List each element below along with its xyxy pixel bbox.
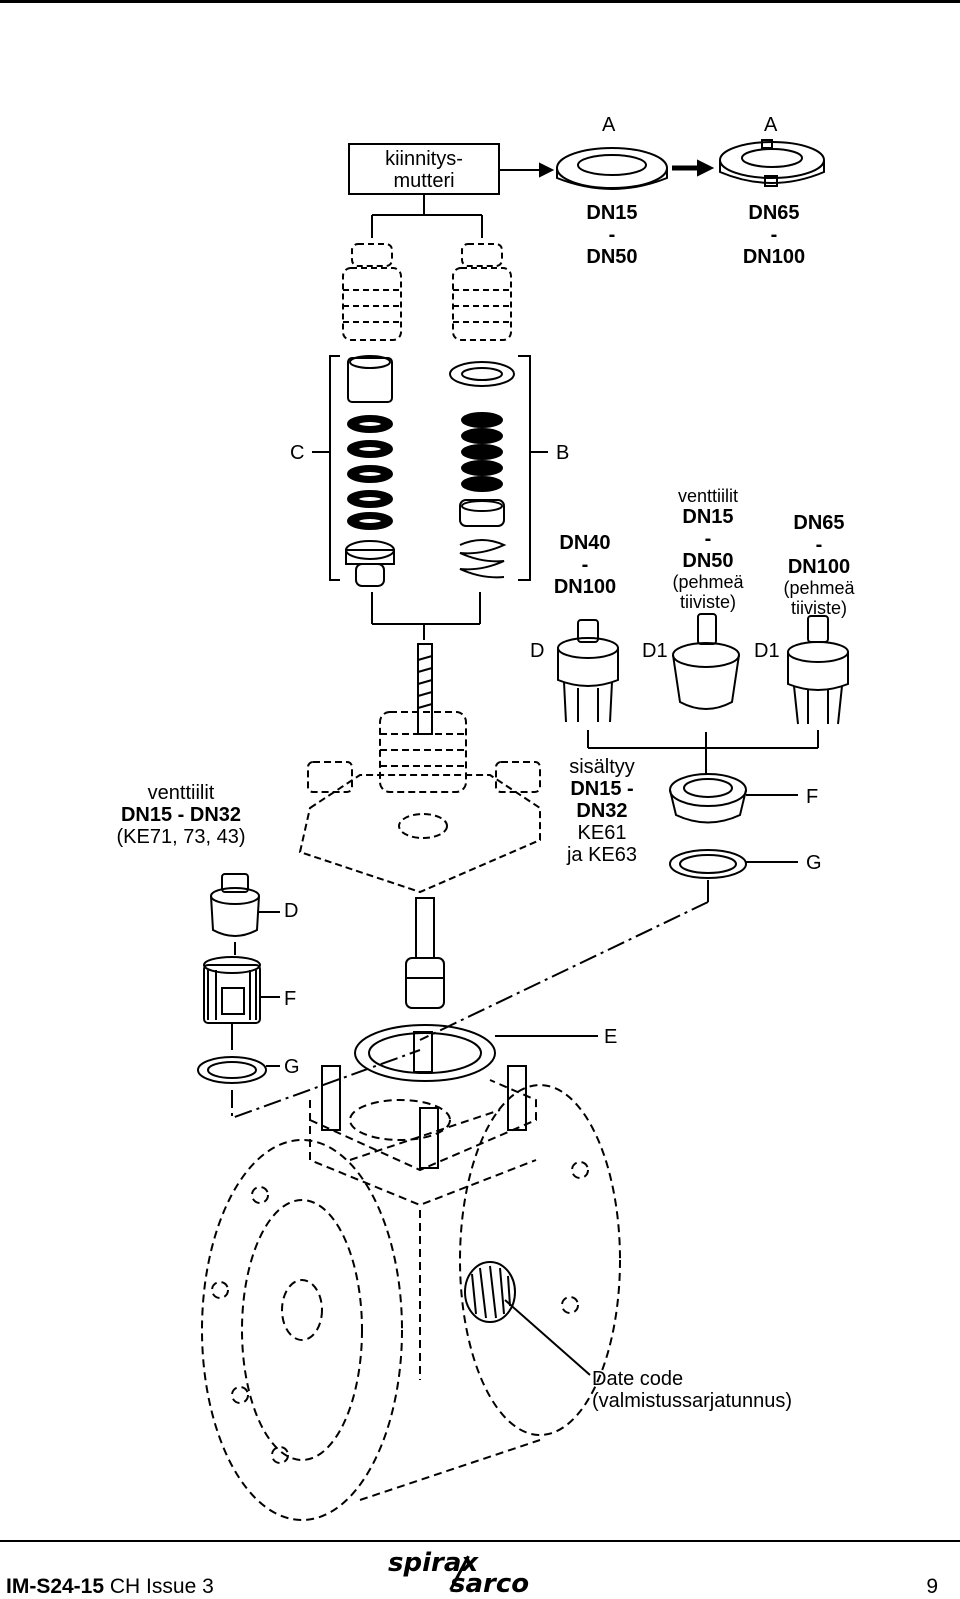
lock-nut-box: kiinnitys- mutteri	[348, 143, 500, 195]
left-valves-note: venttiilit DN15 - DN32 (KE71, 73, 43)	[116, 782, 246, 848]
date-code-note: Date code (valmistussarjatunnus)	[592, 1368, 793, 1412]
date-code-mark	[464, 1261, 591, 1376]
bonnet	[298, 711, 541, 894]
label-f-right: F	[806, 786, 819, 808]
included-note: sisältyy DN15 - DN32 KE61 ja KE63	[566, 756, 638, 866]
nut-small-size: DN15 - DN50	[586, 202, 638, 268]
valve-head-dn15-soft	[672, 613, 740, 710]
box-line1: kiinnitys-	[385, 148, 463, 170]
bracket-c	[312, 355, 340, 581]
label-f-left: F	[284, 988, 297, 1010]
document-code: IM-S24-15 CH Issue 3	[6, 1575, 214, 1599]
label-g-right: G	[806, 852, 822, 874]
box-line2: mutteri	[393, 170, 455, 192]
label-g-left: G	[284, 1056, 300, 1078]
assembly-line-right	[419, 901, 709, 1041]
brand-word2: sarco	[450, 1569, 530, 1599]
label-d-top: D	[530, 640, 545, 662]
lock-nut-large	[719, 139, 825, 187]
arrow-to-nut	[500, 159, 715, 178]
valve-seat	[669, 773, 798, 824]
bracket-b	[518, 355, 548, 581]
assembly-line-left	[231, 1049, 421, 1120]
label-a-1: A	[602, 114, 616, 136]
packing-stack-left	[345, 355, 395, 587]
nut-large-size: DN65 - DN100	[742, 202, 806, 268]
label-d-left: D	[284, 900, 299, 922]
lock-nut-small	[556, 147, 668, 190]
body-studs	[321, 1031, 527, 1169]
top-rule	[0, 0, 960, 3]
left-gasket	[197, 1056, 280, 1084]
soft-seat-dn15: venttiilit DN15 - DN50 (pehmeä tiiviste)	[672, 486, 744, 612]
label-e: E	[604, 1026, 618, 1048]
brand-logo: spirax sarco	[388, 1548, 558, 1599]
label-d1-b: D1	[754, 640, 780, 662]
gland-nut-right	[452, 243, 512, 341]
label-b: B	[556, 442, 570, 464]
page-footer: IM-S24-15 CH Issue 3 spirax sarco 9	[0, 1540, 960, 1599]
left-valve-head	[210, 873, 280, 955]
valve-stem	[417, 643, 433, 735]
exploded-view-drawing	[197, 139, 849, 1521]
soft-seat-dn65: DN65 - DN100 (pehmeä tiiviste)	[783, 512, 855, 618]
valve-head-dn65-soft	[787, 615, 849, 725]
footer-rule	[0, 1540, 960, 1542]
heads-connector	[587, 730, 819, 775]
doc-code-text: IM-S24-15	[6, 1575, 105, 1598]
page-number: 9	[926, 1575, 938, 1598]
box-connector	[371, 195, 483, 238]
seat-gasket	[669, 849, 798, 902]
label-a-2: A	[764, 114, 778, 136]
stack-connector	[371, 592, 481, 640]
dn40-size: DN40 - DN100	[553, 532, 617, 598]
gland-nut-left	[342, 243, 402, 341]
valve-body	[201, 1079, 621, 1521]
label-c: C	[290, 442, 305, 464]
valve-head-dn40	[557, 619, 619, 723]
packing-stack-right	[449, 361, 515, 579]
left-valve-seat	[203, 956, 280, 1050]
lower-stem	[405, 897, 445, 1009]
label-d1-a: D1	[642, 640, 668, 662]
issue-text: CH Issue 3	[109, 1575, 214, 1598]
body-gasket	[354, 1024, 598, 1082]
